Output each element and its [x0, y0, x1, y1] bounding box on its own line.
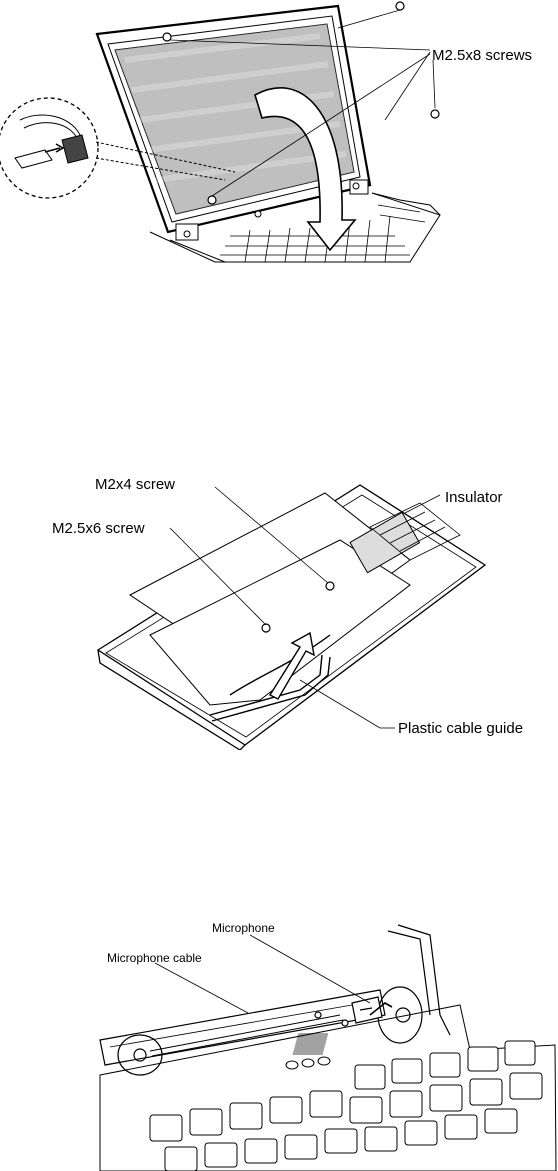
m25x6-screw-callout: M2.5x6 screw — [52, 520, 145, 537]
keyboard — [100, 1005, 556, 1171]
callout-leader-lines — [155, 935, 370, 1013]
shield-plate — [130, 493, 419, 705]
microphone-callout: Microphone — [212, 921, 275, 935]
figure-insulator: M2x4 screw M2.5x6 screw Insulator Plasti… — [0, 465, 558, 750]
microphone-cable-callout: Microphone cable — [107, 951, 202, 965]
lcd-panel-illustration: M2.5x8 screws — [0, 0, 558, 265]
cable-guide-callout: Plastic cable guide — [398, 720, 523, 737]
insulator-callout: Insulator — [445, 489, 503, 506]
indicator-leds — [286, 1057, 330, 1069]
figure-microphone: Microphone Microphone cable — [0, 915, 558, 1171]
microphone-illustration: Microphone Microphone cable — [0, 915, 558, 1171]
screws-callout: M2.5x8 screws — [432, 47, 532, 64]
m2x4-screw-callout: M2x4 screw — [95, 476, 175, 493]
insulator-illustration: M2x4 screw M2.5x6 screw Insulator Plasti… — [0, 465, 558, 750]
figure-lcd-panel: M2.5x8 screws — [0, 0, 558, 265]
